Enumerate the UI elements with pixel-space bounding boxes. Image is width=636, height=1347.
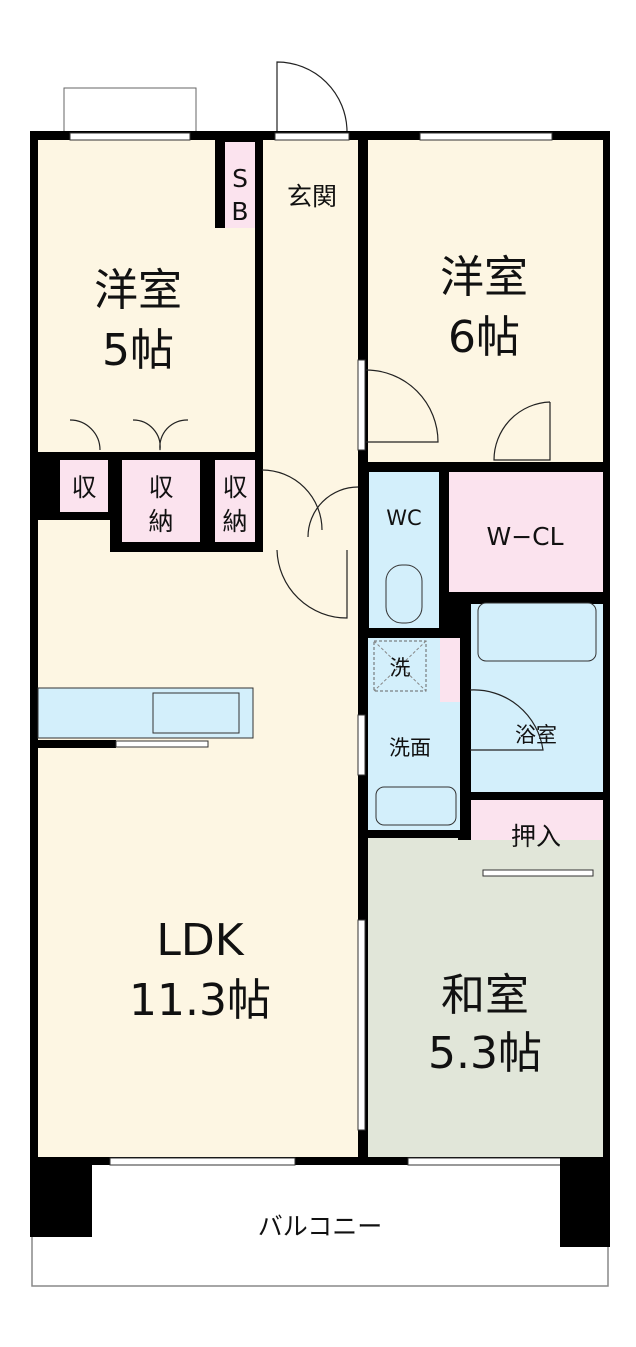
label-storage1-a: 収 [148,473,173,502]
label-shoebox-b: B [231,197,248,226]
label-storage-small: 収 [71,473,96,502]
toilet-icon [385,564,423,624]
room-label-ldk: LDK [156,915,244,966]
storage1 [122,460,200,542]
label-shoebox-s: S [232,164,248,193]
label-entrance: 玄関 [287,182,337,211]
outdoor-box [63,87,197,133]
room-label-western5: 洋室 [94,265,182,316]
label-wc: WC [386,506,421,530]
label-wcl: W−CL [486,522,563,551]
label-storage1-b: 納 [148,507,173,536]
room-size-western5: 5帖 [102,325,174,376]
room-size-western6: 6帖 [448,312,520,363]
balcony-outline [31,1159,609,1287]
room-wcl [449,472,603,592]
label-washer: 洗 [390,656,411,680]
room-label-western6: 洋室 [440,252,528,303]
room-ldk [38,552,358,1157]
label-washroom: 洗面 [389,736,431,760]
label-closet: 押入 [511,822,561,851]
kitchen-sink [152,692,240,734]
room-entrance [263,140,358,253]
label-storage2-a: 収 [222,473,247,502]
label-storage2-b: 納 [222,507,247,536]
room-western5 [38,140,215,452]
room-label-japanese: 和室 [441,970,529,1021]
room-size-japanese: 5.3帖 [428,1028,542,1079]
room-japanese [368,840,603,1157]
bathtub [477,602,597,662]
room-western6 [368,140,603,462]
storage2 [215,460,255,542]
storage-small [60,460,108,512]
basin-icon [375,786,457,826]
room-size-ldk: 11.3帖 [129,975,271,1026]
label-balcony: バルコニー [258,1212,383,1241]
room-shoebox [225,142,255,228]
label-bath: 浴室 [515,723,557,747]
